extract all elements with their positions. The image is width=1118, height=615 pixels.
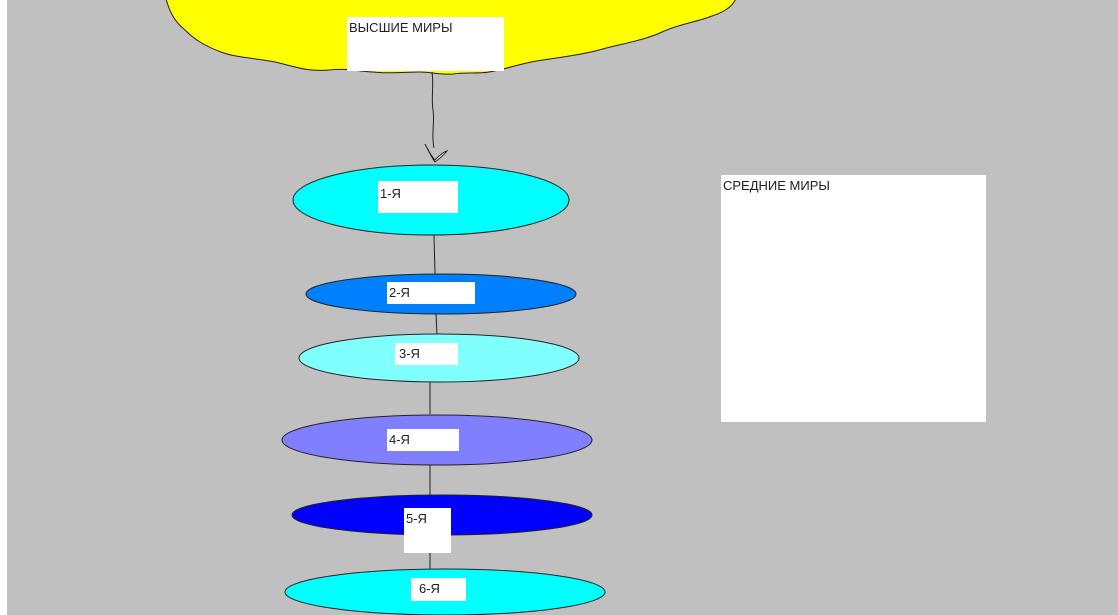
level-6-label: 6-Я <box>411 578 466 601</box>
arrow-head <box>424 143 449 163</box>
higher-worlds-label: ВЫСШИЕ МИРЫ <box>347 17 504 71</box>
connector-1-2 <box>433 234 436 275</box>
level-3-label: 3-Я <box>395 343 458 365</box>
level-1-label: 1-Я <box>378 181 458 213</box>
descent-arrow <box>431 71 435 149</box>
diagram-canvas: ВЫСШИЕ МИРЫ СРЕДНИЕ МИРЫ 1-Я 2-Я 3-Я 4-Я… <box>7 0 1118 615</box>
level-4-label: 4-Я <box>387 429 459 451</box>
middle-worlds-label: СРЕДНИЕ МИРЫ <box>721 175 986 422</box>
connector-2-3 <box>435 312 438 337</box>
level-2-label: 2-Я <box>387 282 475 304</box>
level-5-label: 5-Я <box>404 508 451 553</box>
